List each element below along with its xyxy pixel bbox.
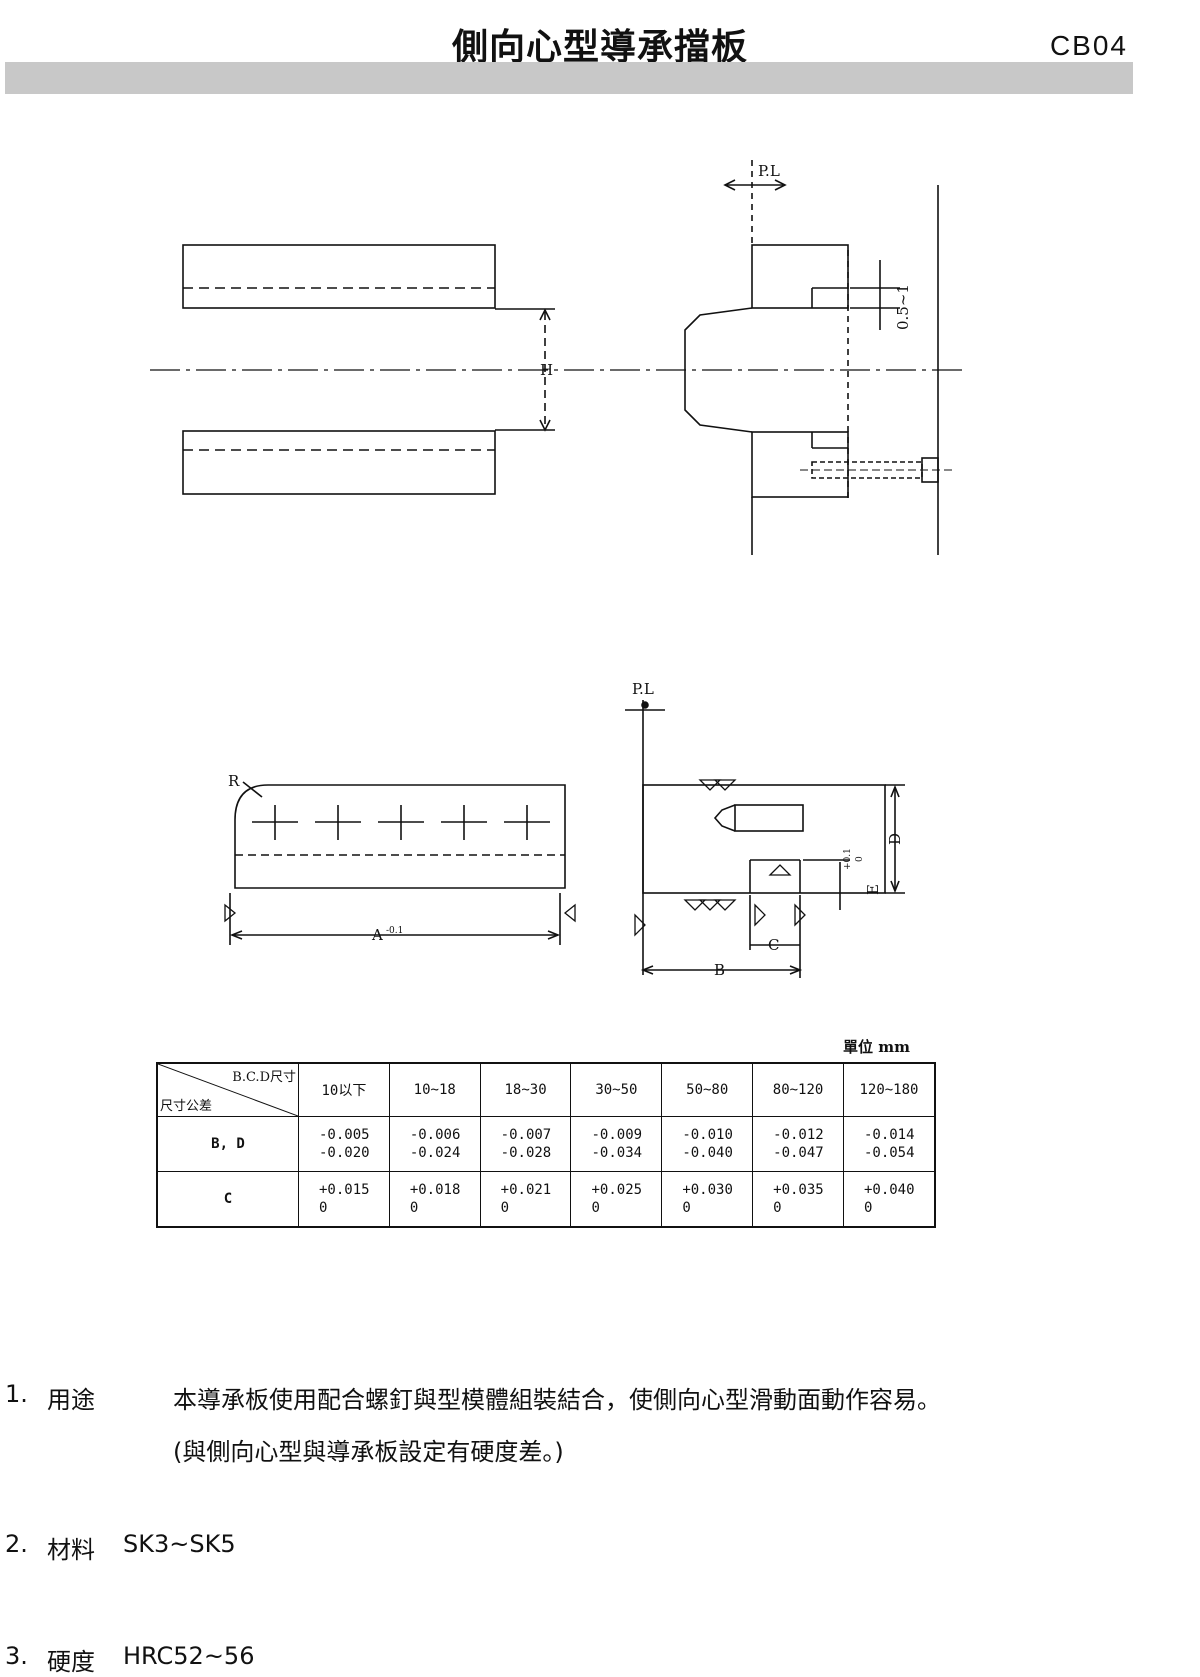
technical-drawing: P.L 0.5~1 H P.L R A -0.1 B C D E +0.1 0 xyxy=(150,160,965,979)
label-pl-top: P.L xyxy=(758,162,780,180)
label-pl-bottom: P.L xyxy=(632,680,654,698)
col-header: 50~80 xyxy=(661,1062,754,1117)
col-header: 18~30 xyxy=(479,1062,572,1117)
note-2-number: 2. xyxy=(5,1530,28,1558)
corner-cell: B.C.D尺寸 尺寸公差 xyxy=(156,1062,299,1117)
col-header: 120~180 xyxy=(842,1062,936,1117)
table-cell: -0.006-0.024 xyxy=(388,1116,481,1172)
upper-plate xyxy=(182,244,496,309)
note-1-text-2: (與側向心型與導承板設定有硬度差。) xyxy=(173,1438,564,1466)
label-d: D xyxy=(886,833,904,845)
guide-block xyxy=(751,431,849,498)
table-header-row: B.C.D尺寸 尺寸公差 10以下 10~18 18~30 30~50 50~8… xyxy=(156,1062,936,1117)
side-view-block xyxy=(642,784,886,894)
label-a: A xyxy=(371,926,383,944)
lower-plate xyxy=(182,430,496,495)
row-label: C xyxy=(156,1171,299,1228)
col-header: 10~18 xyxy=(388,1062,481,1117)
note-1-number: 1. xyxy=(5,1380,28,1408)
label-gap: 0.5~1 xyxy=(894,284,912,330)
part-code: CB04 xyxy=(1049,30,1128,61)
hole-marks xyxy=(252,805,550,840)
label-e-tol-bot: 0 xyxy=(855,856,865,862)
table-cell: -0.007-0.028 xyxy=(479,1116,572,1172)
label-r: R xyxy=(228,772,240,790)
table-cell: -0.014-0.054 xyxy=(842,1116,936,1172)
note-3-number: 3. xyxy=(5,1642,28,1670)
note-1-text: 本導承板使用配合螺釘與型模體組裝結合，使側向心型滑動面動作容易。 xyxy=(173,1386,941,1414)
header-bar xyxy=(5,62,1133,94)
label-b: B xyxy=(714,961,725,979)
table-cell: -0.005-0.020 xyxy=(298,1116,390,1172)
note-3-value: HRC52~56 xyxy=(123,1642,255,1670)
row-label: B, D xyxy=(156,1116,299,1172)
note-3-key: 硬度 xyxy=(47,1648,95,1676)
note-2-value: SK3~SK5 xyxy=(123,1530,236,1558)
label-c: C xyxy=(768,936,779,954)
label-h: H xyxy=(540,361,553,379)
corner-bottom-label: 尺寸公差 xyxy=(160,1099,213,1114)
col-header: 80~120 xyxy=(752,1062,844,1117)
unit-label: 單位 mm xyxy=(843,1038,910,1056)
note-1-key: 用途 xyxy=(47,1386,95,1414)
label-e-tol-top: +0.1 xyxy=(843,848,853,870)
note-2-key: 材料 xyxy=(47,1536,95,1564)
tolerance-table: B.C.D尺寸 尺寸公差 10以下 10~18 18~30 30~50 50~8… xyxy=(156,1062,936,1228)
table-cell: -0.012-0.047 xyxy=(752,1116,844,1172)
table-cell: -0.009-0.034 xyxy=(570,1116,663,1172)
col-header: 10以下 xyxy=(298,1062,390,1117)
table-row: B, D -0.005-0.020 -0.006-0.024 -0.007-0.… xyxy=(156,1116,936,1172)
label-a-tol: -0.1 xyxy=(386,926,403,936)
col-header: 30~50 xyxy=(570,1062,663,1117)
table-cell: -0.010-0.040 xyxy=(661,1116,754,1172)
corner-top-label: B.C.D尺寸 xyxy=(232,1070,296,1085)
page-title: 側向心型導承擋板 xyxy=(451,27,748,68)
front-plate xyxy=(234,784,566,889)
label-e: E xyxy=(864,884,882,895)
